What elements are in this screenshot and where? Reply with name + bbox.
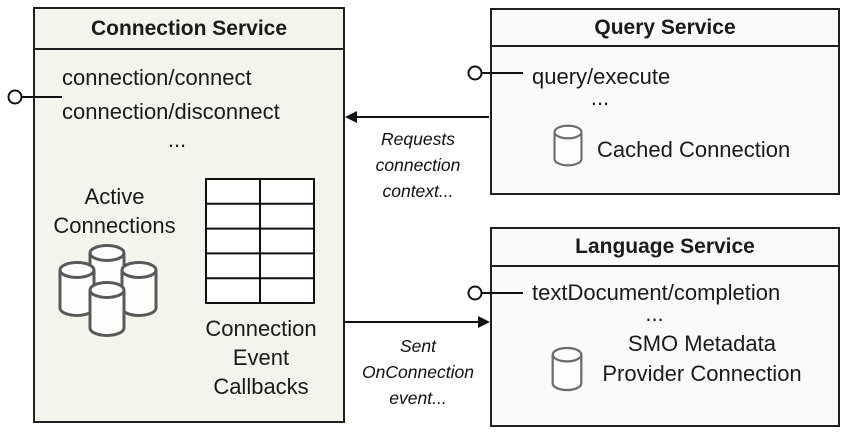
active-connections-label: Active Connections xyxy=(53,184,176,238)
method-textdocument-completion: textDocument/completion xyxy=(532,280,781,305)
arrow-requests-connection-context xyxy=(345,111,489,123)
connection-event-callbacks-label: Connection Event Callbacks xyxy=(205,316,317,399)
database-cluster-icon xyxy=(58,244,158,337)
language-methods-ellipsis: ... xyxy=(645,301,664,326)
callback-table-grid-icon xyxy=(205,178,315,304)
method-connection-connect: connection/connect xyxy=(62,65,252,90)
smo-metadata-provider-connection-label: SMO Metadata Provider Connection xyxy=(582,329,822,389)
database-cylinder-icon xyxy=(551,346,583,392)
method-query-execute: query/execute xyxy=(532,64,671,89)
query-service-box: Query Service query/execute ... Cached C… xyxy=(490,8,840,195)
connection-methods-ellipsis: ... xyxy=(167,127,187,152)
sent-onconnection-event-label: Sent OnConnection event... xyxy=(362,336,474,408)
language-service-box: Language Service textDocument/completion… xyxy=(490,227,840,427)
query-methods-ellipsis: ... xyxy=(590,85,610,110)
query-service-title: Query Service xyxy=(492,10,838,47)
database-cylinder-icon xyxy=(553,124,583,167)
smo-label-line2: Provider Connection xyxy=(602,361,802,386)
connection-service-box: Connection Service connection/connect co… xyxy=(33,7,345,423)
connection-service-title: Connection Service xyxy=(35,9,343,50)
method-connection-disconnect: connection/disconnect xyxy=(62,99,280,124)
smo-label-line1: SMO Metadata xyxy=(628,331,776,356)
language-service-title: Language Service xyxy=(492,229,838,267)
cached-connection-label: Cached Connection xyxy=(597,137,791,162)
requests-connection-context-label: Requests connection context... xyxy=(375,129,461,201)
arrow-sent-onconnection-event xyxy=(345,316,490,328)
